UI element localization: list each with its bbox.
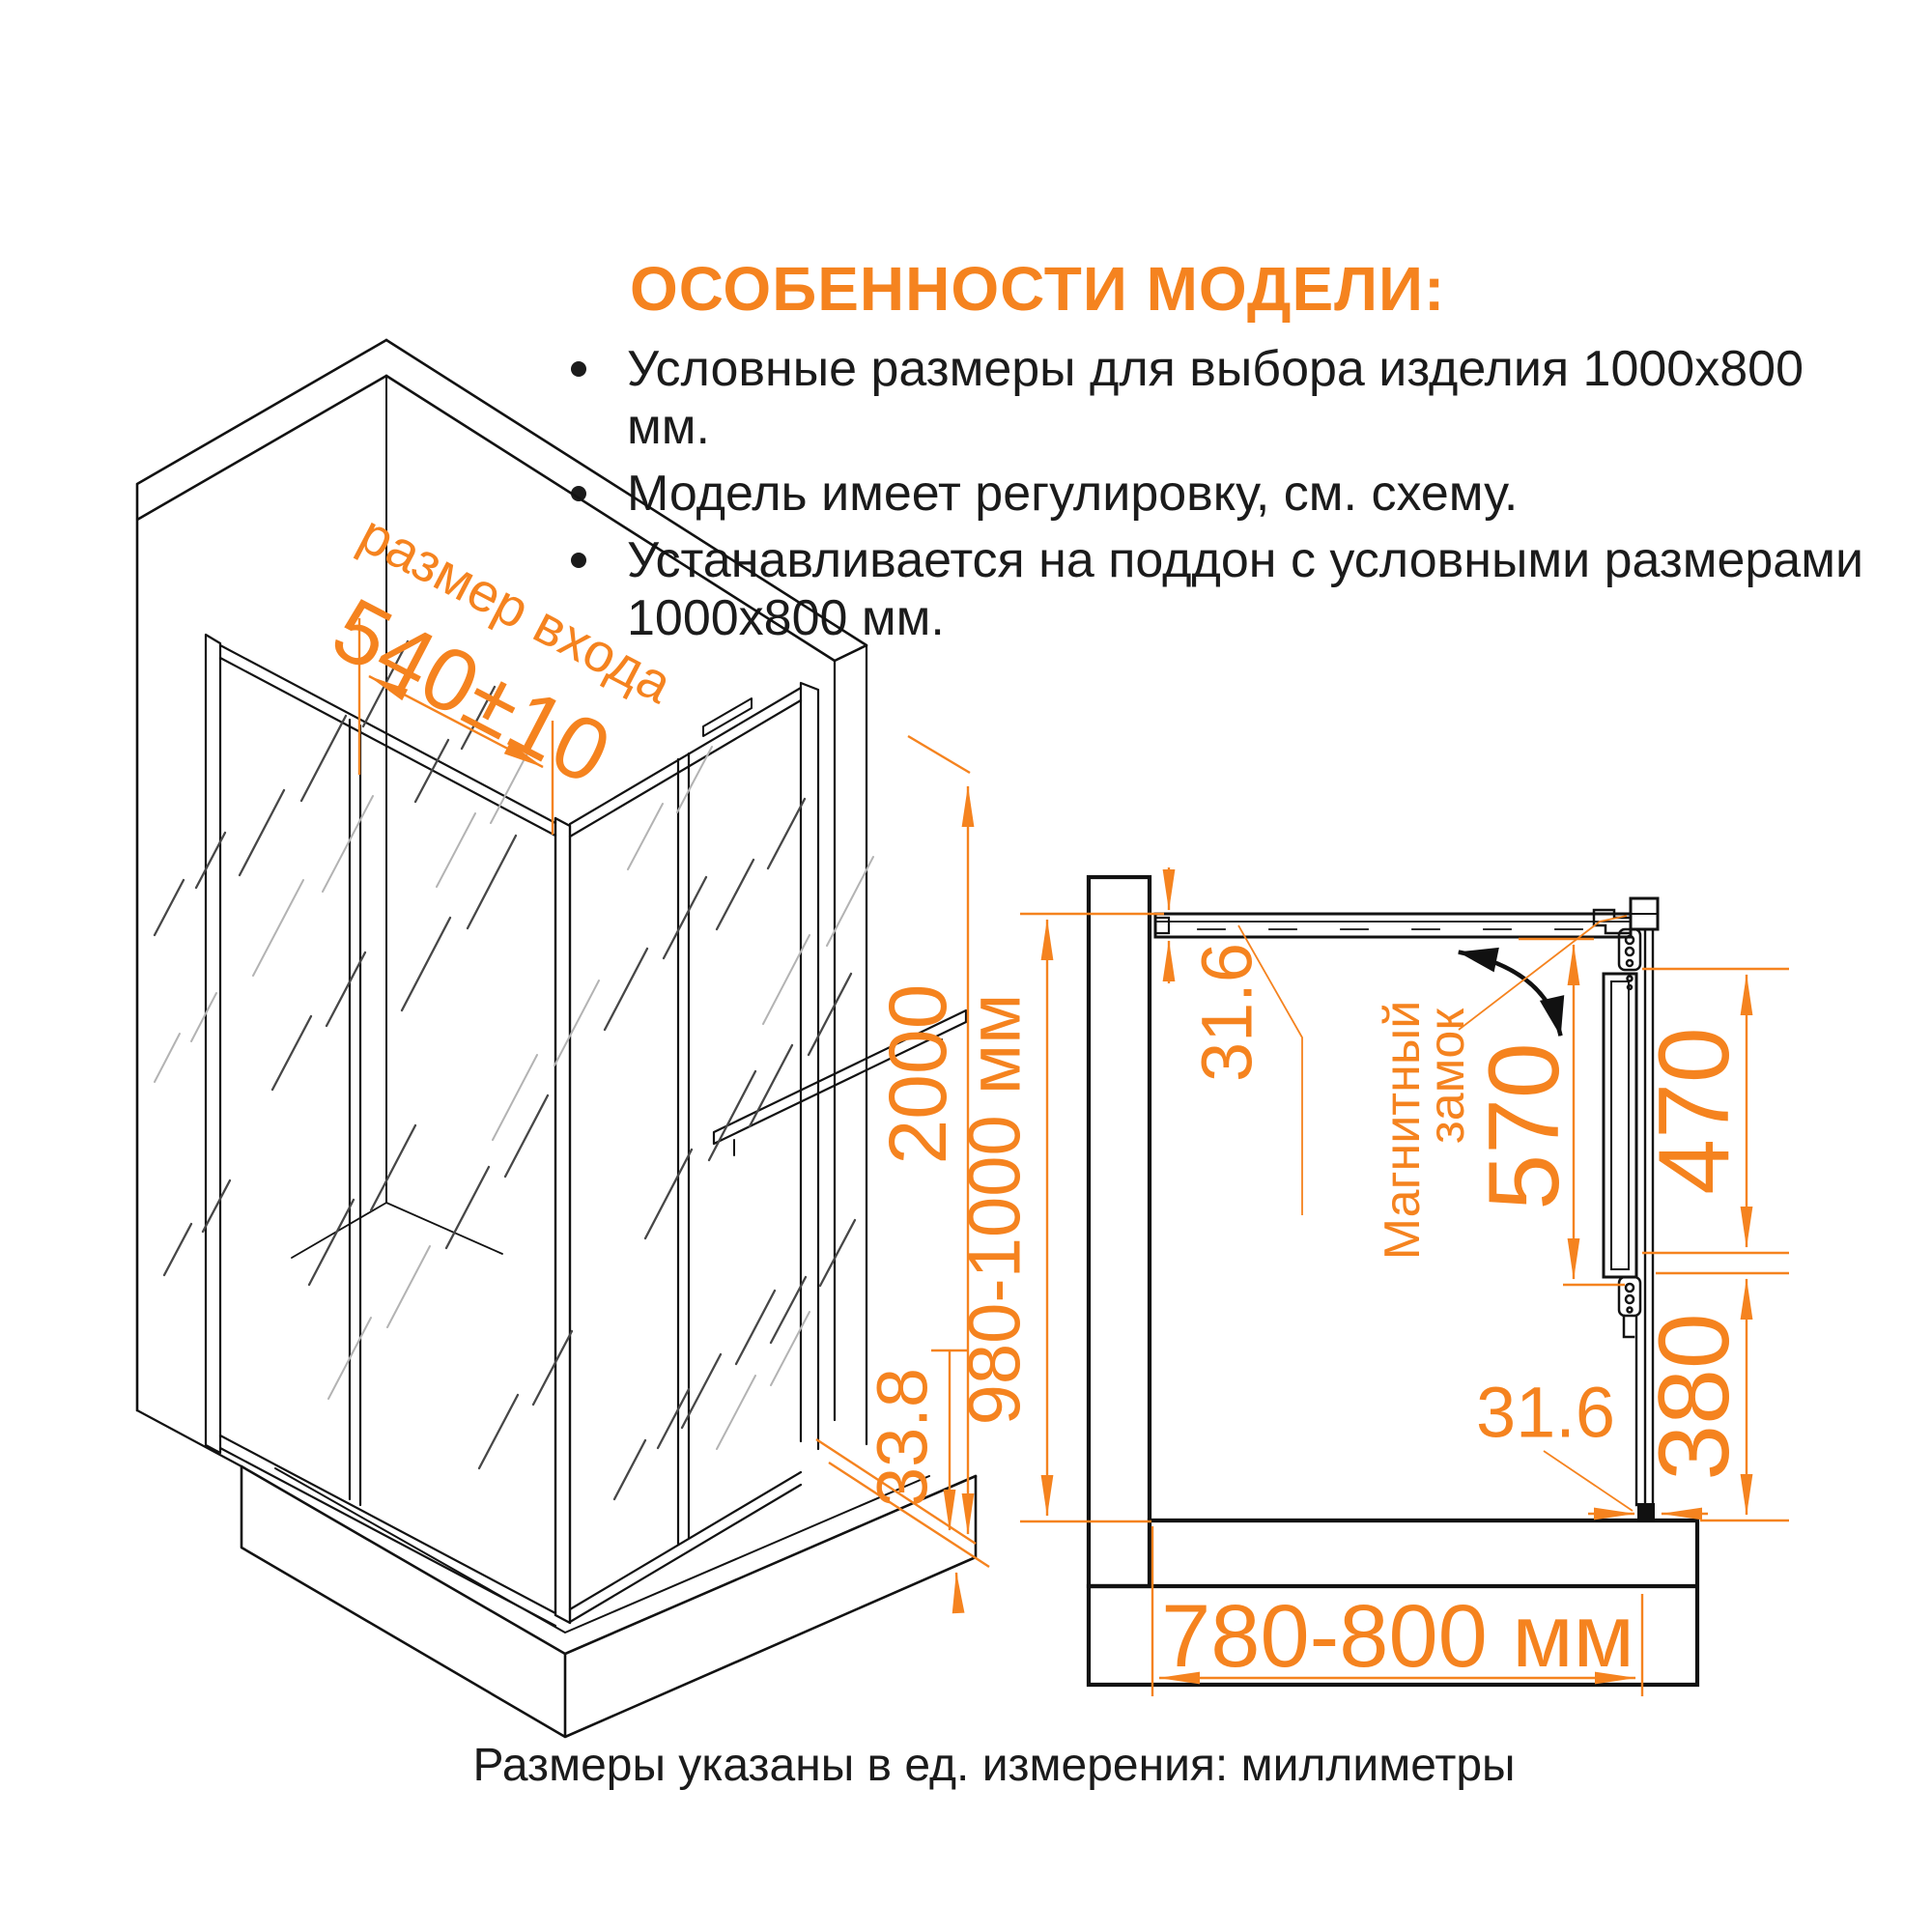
plan-corner-post [1629, 896, 1660, 931]
plan-dimensions [1020, 867, 1789, 1696]
dim-arrow-tray-lower [952, 1572, 965, 1614]
towel-bar [712, 1009, 968, 1156]
door-swing-arrow [1458, 947, 1565, 1037]
dim-depth: 980-1000 мм [954, 994, 1037, 1426]
feature-text: Устанавливается на поддон с условными ра… [627, 532, 1864, 646]
dim-ext-door [1642, 967, 1789, 1255]
iso-view [135, 338, 978, 1739]
iso-side-panel [568, 681, 820, 1624]
label-magnet-line2: замок [1419, 1009, 1475, 1144]
dim-profile-top: 31.6 [1187, 943, 1267, 1082]
dim-height: 2000 [872, 984, 963, 1165]
iso-walls [135, 338, 868, 1468]
iso-tray [240, 1464, 978, 1739]
dim-tray-lip: 33.8 [863, 1368, 943, 1507]
leader-magnet [1458, 915, 1628, 1031]
dim-width: 780-800 мм [1161, 1587, 1634, 1686]
feature-item: Условные размеры для выбора изделия 1000… [565, 340, 1864, 456]
dim-ext-depth [1020, 912, 1164, 1523]
dim-ext-width [1151, 1526, 1644, 1696]
plan-side-panel-edge [1643, 927, 1655, 1522]
glass-hatching-light [154, 746, 874, 1450]
iso-corner-post [554, 816, 572, 1625]
plan-door-pivot-bottom [1617, 1275, 1642, 1339]
dim-door-opening: 570 [1468, 1042, 1580, 1210]
dim-door-panel: 470 [1638, 1027, 1750, 1195]
dim-fixed-panel: 380 [1638, 1313, 1750, 1481]
feature-list: Условные размеры для выбора изделия 1000… [565, 340, 1864, 656]
dim-profile-bottom: 31.6 [1476, 1373, 1615, 1453]
dim-ext-opening [1519, 937, 1625, 1287]
dim-line-entrance [368, 674, 544, 769]
plan-bottom-shoe [1637, 1503, 1655, 1522]
bullet-icon [571, 553, 586, 568]
plan-magnet-profile [1592, 908, 1633, 935]
page-title: ОСОБЕННОСТИ МОДЕЛИ: [630, 254, 1446, 324]
iso-dimensions [357, 618, 990, 1614]
feature-text: Модель имеет регулировку, см. схему. [627, 466, 1519, 522]
bullet-icon [571, 486, 586, 501]
dim-ext-fixed [1656, 1271, 1789, 1522]
dim-ext-entrance [357, 618, 554, 835]
plan-top-rail [1153, 912, 1633, 939]
feature-item: Модель имеет регулировку, см. схему. [565, 465, 1864, 523]
plan-floor [1086, 1518, 1700, 1688]
dimension-labels: размер входа 540±10 2000 980-1000 мм 33.… [318, 502, 1750, 1686]
label-magnet-line1: Магнитный [1375, 1001, 1431, 1261]
leader-profile-bottom [1543, 1450, 1634, 1512]
units-note: Размеры указаны в ед. измерения: миллиме… [472, 1740, 1516, 1791]
plan-wall [1086, 874, 1152, 1589]
feature-item: Устанавливается на поддон с условными ра… [565, 531, 1864, 647]
feature-text: Условные размеры для выбора изделия 1000… [627, 341, 1804, 455]
bullet-icon [571, 361, 586, 377]
plan-view [1086, 874, 1700, 1688]
plan-door-leaf [1602, 972, 1638, 1279]
glass-hatching [153, 639, 857, 1501]
dim-ext-height [907, 734, 971, 775]
leader-profile-top [1237, 924, 1303, 1215]
